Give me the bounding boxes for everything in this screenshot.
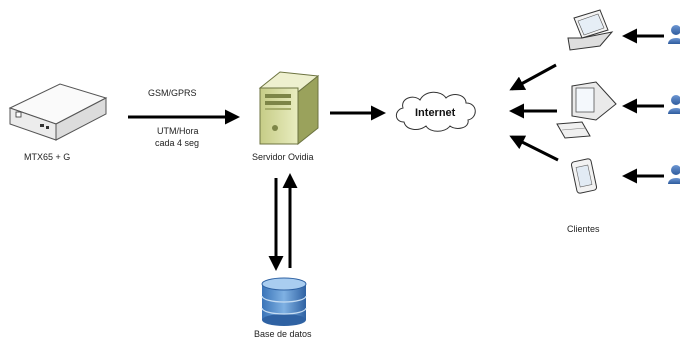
- smartphone-icon: [570, 158, 598, 194]
- phone-to-internet-arrow: [509, 135, 559, 162]
- database-cylinder-icon: [261, 277, 307, 326]
- user-person-icon: [668, 25, 680, 44]
- gsm-gprs-label: GSM/GPRS: [148, 88, 197, 98]
- modem-label: MTX65 + G: [24, 152, 70, 162]
- desktop-computer-icon: [556, 81, 617, 139]
- utm-hora-label: UTM/Hora: [157, 126, 199, 136]
- user-person-icon: [668, 95, 680, 114]
- laptop-icon: [567, 9, 614, 51]
- internet-label: Internet: [415, 107, 456, 119]
- tower-server-icon: [258, 71, 320, 146]
- cada-4seg-label: cada 4 seg: [155, 138, 199, 148]
- modem-device-icon: [8, 83, 108, 141]
- laptop-to-internet-arrow: [509, 63, 557, 91]
- database-label: Base de datos: [254, 329, 312, 339]
- clients-label: Clientes: [567, 224, 600, 234]
- user-person-icon: [668, 165, 680, 184]
- server-label: Servidor Ovidia: [252, 152, 314, 162]
- cloud-icon: [395, 91, 476, 132]
